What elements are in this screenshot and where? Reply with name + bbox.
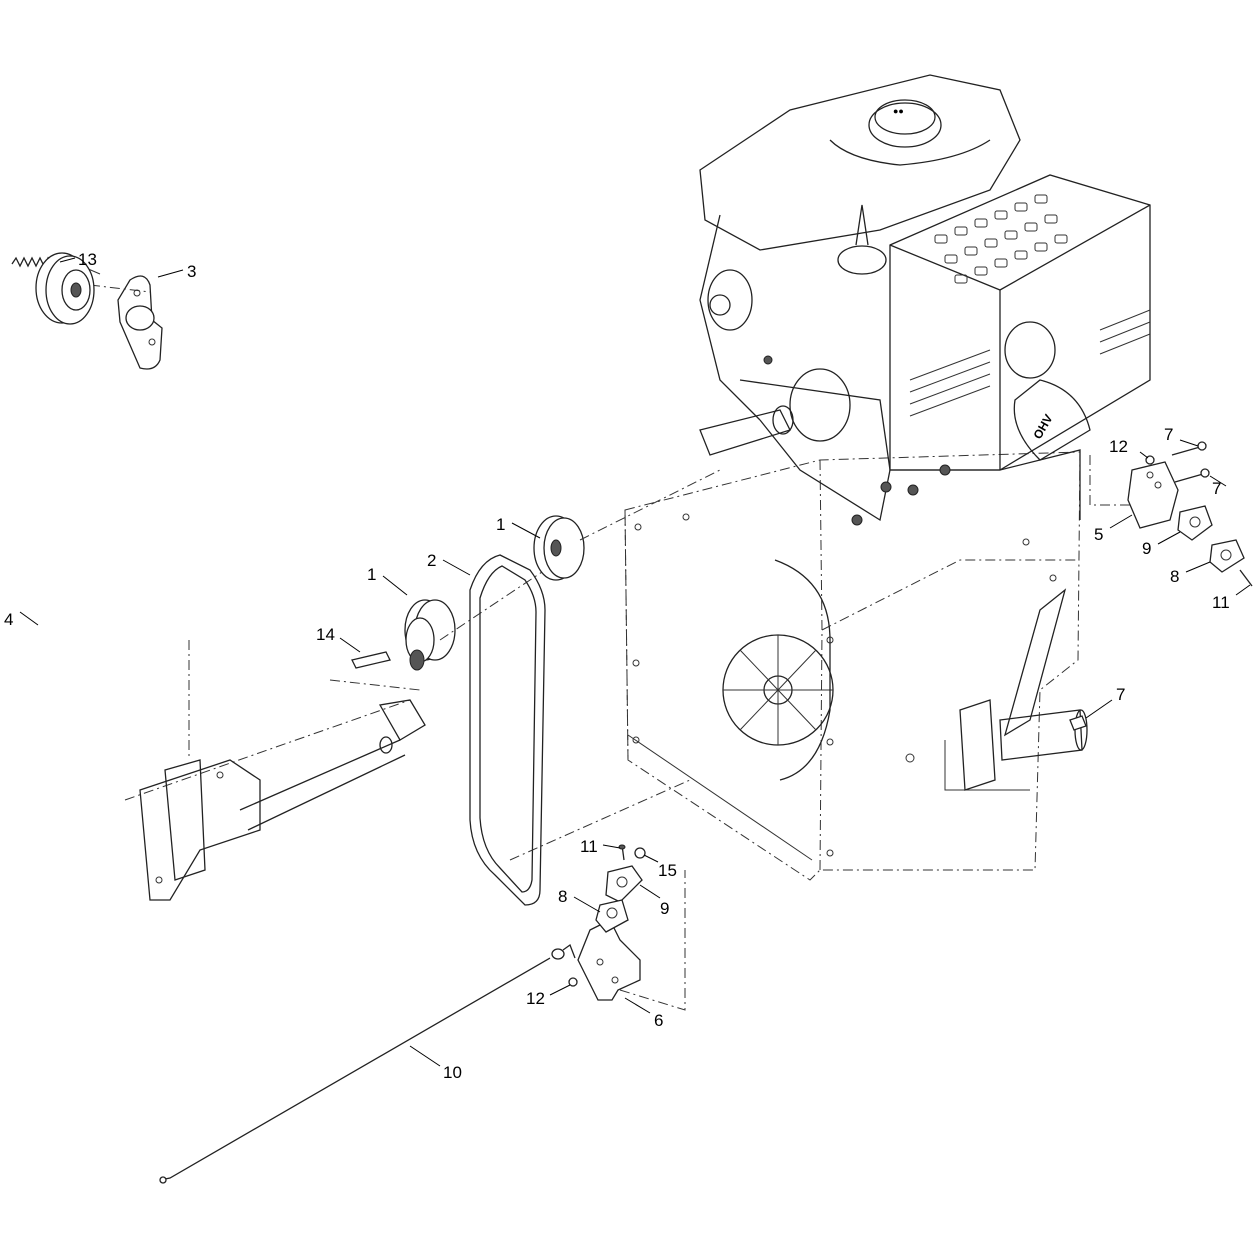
- air-filter-grille: [934, 194, 1068, 284]
- callout-4: 4: [4, 610, 39, 629]
- callout-12-lower: 12: [526, 984, 571, 1008]
- idler-pulley-part4: [35, 252, 95, 325]
- impeller-fan: [722, 559, 834, 781]
- callout-1-upper: 1: [496, 515, 541, 539]
- svg-text:8: 8: [1170, 567, 1179, 586]
- bracket-part9-upper: [1177, 505, 1213, 541]
- chute-lever-assembly: [959, 588, 1088, 791]
- svg-text:6: 6: [654, 1011, 663, 1030]
- callout-6: 6: [624, 997, 663, 1030]
- bolt-part7-lower: [1069, 715, 1087, 731]
- callout-1-lower: 1: [367, 565, 408, 596]
- pulley-part1-upper: [533, 469, 721, 581]
- callout-7-lower: 7: [1085, 685, 1125, 719]
- svg-text:5: 5: [1094, 525, 1103, 544]
- svg-text:9: 9: [1142, 539, 1151, 558]
- callout-10: 10: [409, 1045, 462, 1082]
- svg-text:13: 13: [78, 250, 97, 269]
- svg-text:15: 15: [658, 861, 677, 880]
- nut-part12-lower: [568, 977, 578, 987]
- callout-7-top: 7: [1164, 425, 1199, 447]
- svg-text:12: 12: [526, 989, 545, 1008]
- idler-shaft-assembly: [124, 640, 426, 901]
- bracket-part8-upper: [1209, 539, 1245, 573]
- v-belt-part2: [469, 554, 691, 906]
- screw-part11-upper: [1239, 569, 1253, 587]
- pulley-part1-lower: [404, 559, 561, 671]
- svg-text:7: 7: [1164, 425, 1173, 444]
- svg-text:7: 7: [1212, 479, 1221, 498]
- key-part14: [329, 651, 421, 691]
- bracket-part5: [1089, 455, 1179, 529]
- svg-text:4: 4: [4, 610, 13, 629]
- frame-housing: [624, 451, 1081, 881]
- cable-rod-part10: [159, 943, 576, 1184]
- bracket-part9-lower: [605, 865, 643, 903]
- bolt-part7-upper-a: [1171, 441, 1207, 456]
- callout-3: 3: [157, 262, 196, 281]
- callout-11-right: 11: [1212, 584, 1251, 612]
- callout-13: 13: [59, 250, 97, 269]
- linkage-bracket-part6: [577, 870, 686, 1011]
- idler-bracket-part3: [89, 275, 163, 370]
- callout-8-right: 8: [1170, 561, 1211, 586]
- callout-5: 5: [1094, 514, 1133, 544]
- screw-part11-lower: [618, 844, 626, 861]
- svg-text:2: 2: [427, 551, 436, 570]
- callout-11-lower: 11: [580, 837, 621, 856]
- callout-12-right: 12: [1109, 437, 1149, 459]
- callout-2: 2: [427, 551, 471, 576]
- svg-text:1: 1: [496, 515, 505, 534]
- fuel-cap-marking: ●●: [893, 106, 904, 116]
- callout-9-right: 9: [1142, 531, 1181, 558]
- callout-15: 15: [643, 854, 677, 880]
- callout-8-lower: 8: [558, 887, 601, 913]
- svg-text:1: 1: [367, 565, 376, 584]
- nut-part15: [634, 847, 646, 859]
- svg-text:3: 3: [187, 262, 196, 281]
- callout-14: 14: [316, 625, 361, 653]
- svg-text:9: 9: [660, 899, 669, 918]
- callout-9-lower: 9: [639, 884, 669, 918]
- bracket-part8-lower: [595, 899, 629, 933]
- bolt-part7-upper-b: [1174, 468, 1210, 483]
- svg-text:11: 11: [1212, 593, 1230, 612]
- engine-assembly: ●●: [699, 74, 1151, 526]
- callouts: 1 1 2 3 4 5 6 7: [4, 250, 1251, 1082]
- svg-text:12: 12: [1109, 437, 1128, 456]
- svg-text:8: 8: [558, 887, 567, 906]
- svg-text:11: 11: [580, 837, 598, 856]
- svg-text:7: 7: [1116, 685, 1125, 704]
- svg-text:10: 10: [443, 1063, 462, 1082]
- engine-ohv-marking: OHV: [1030, 412, 1055, 442]
- callout-7-mid: 7: [1209, 475, 1227, 498]
- svg-text:14: 14: [316, 625, 335, 644]
